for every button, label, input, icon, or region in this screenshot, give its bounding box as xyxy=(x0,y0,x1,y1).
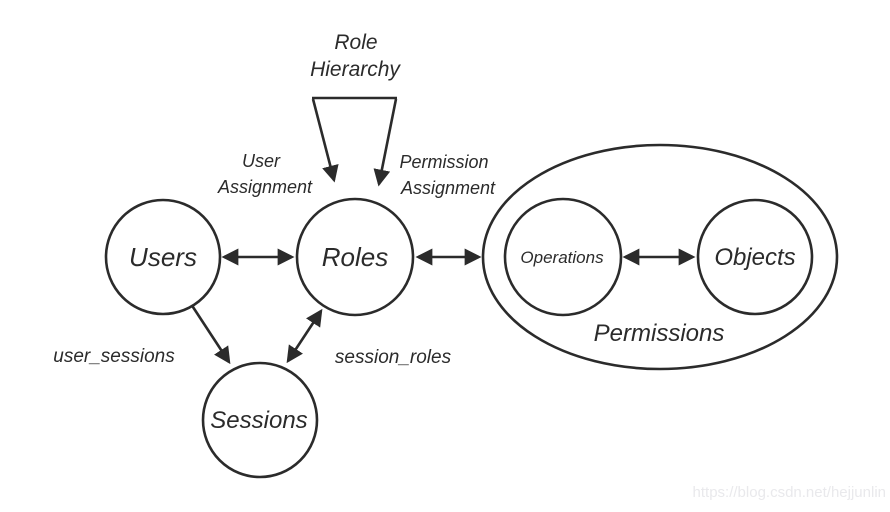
user-sessions-label: user_sessions xyxy=(53,346,175,367)
user-assignment-label-line1: User xyxy=(242,151,281,171)
user-assignment-label-line2: Assignment xyxy=(217,177,313,197)
sessions-node-label: Sessions xyxy=(210,407,307,434)
role-hierarchy-left-arrow xyxy=(311,98,339,183)
objects-node xyxy=(696,198,814,316)
operations-node-label: Operations xyxy=(520,248,604,267)
permission-assignment-label-line1: Permission xyxy=(399,152,488,172)
session-roles-label: session_roles xyxy=(335,347,452,368)
sessions-node xyxy=(201,361,319,479)
role-hierarchy-right-arrow xyxy=(373,98,398,187)
roles-node xyxy=(295,197,415,317)
role-hierarchy-label-line1: Role xyxy=(334,31,377,54)
operations-node xyxy=(503,197,623,317)
users-node-label: Users xyxy=(129,242,197,272)
watermark-url: https://blog.csdn.net/hejjunlin xyxy=(693,484,886,501)
permissions-group-label: Permissions xyxy=(594,320,725,347)
role-hierarchy-label-line2: Hierarchy xyxy=(310,58,401,81)
users-sessions-arrow xyxy=(189,303,231,365)
users-node xyxy=(104,198,222,316)
sessions-roles-arrow xyxy=(286,308,323,364)
permission-assignment-label-line2: Assignment xyxy=(400,178,496,198)
objects-node-label: Objects xyxy=(714,244,795,271)
roles-node-label: Roles xyxy=(322,242,388,272)
